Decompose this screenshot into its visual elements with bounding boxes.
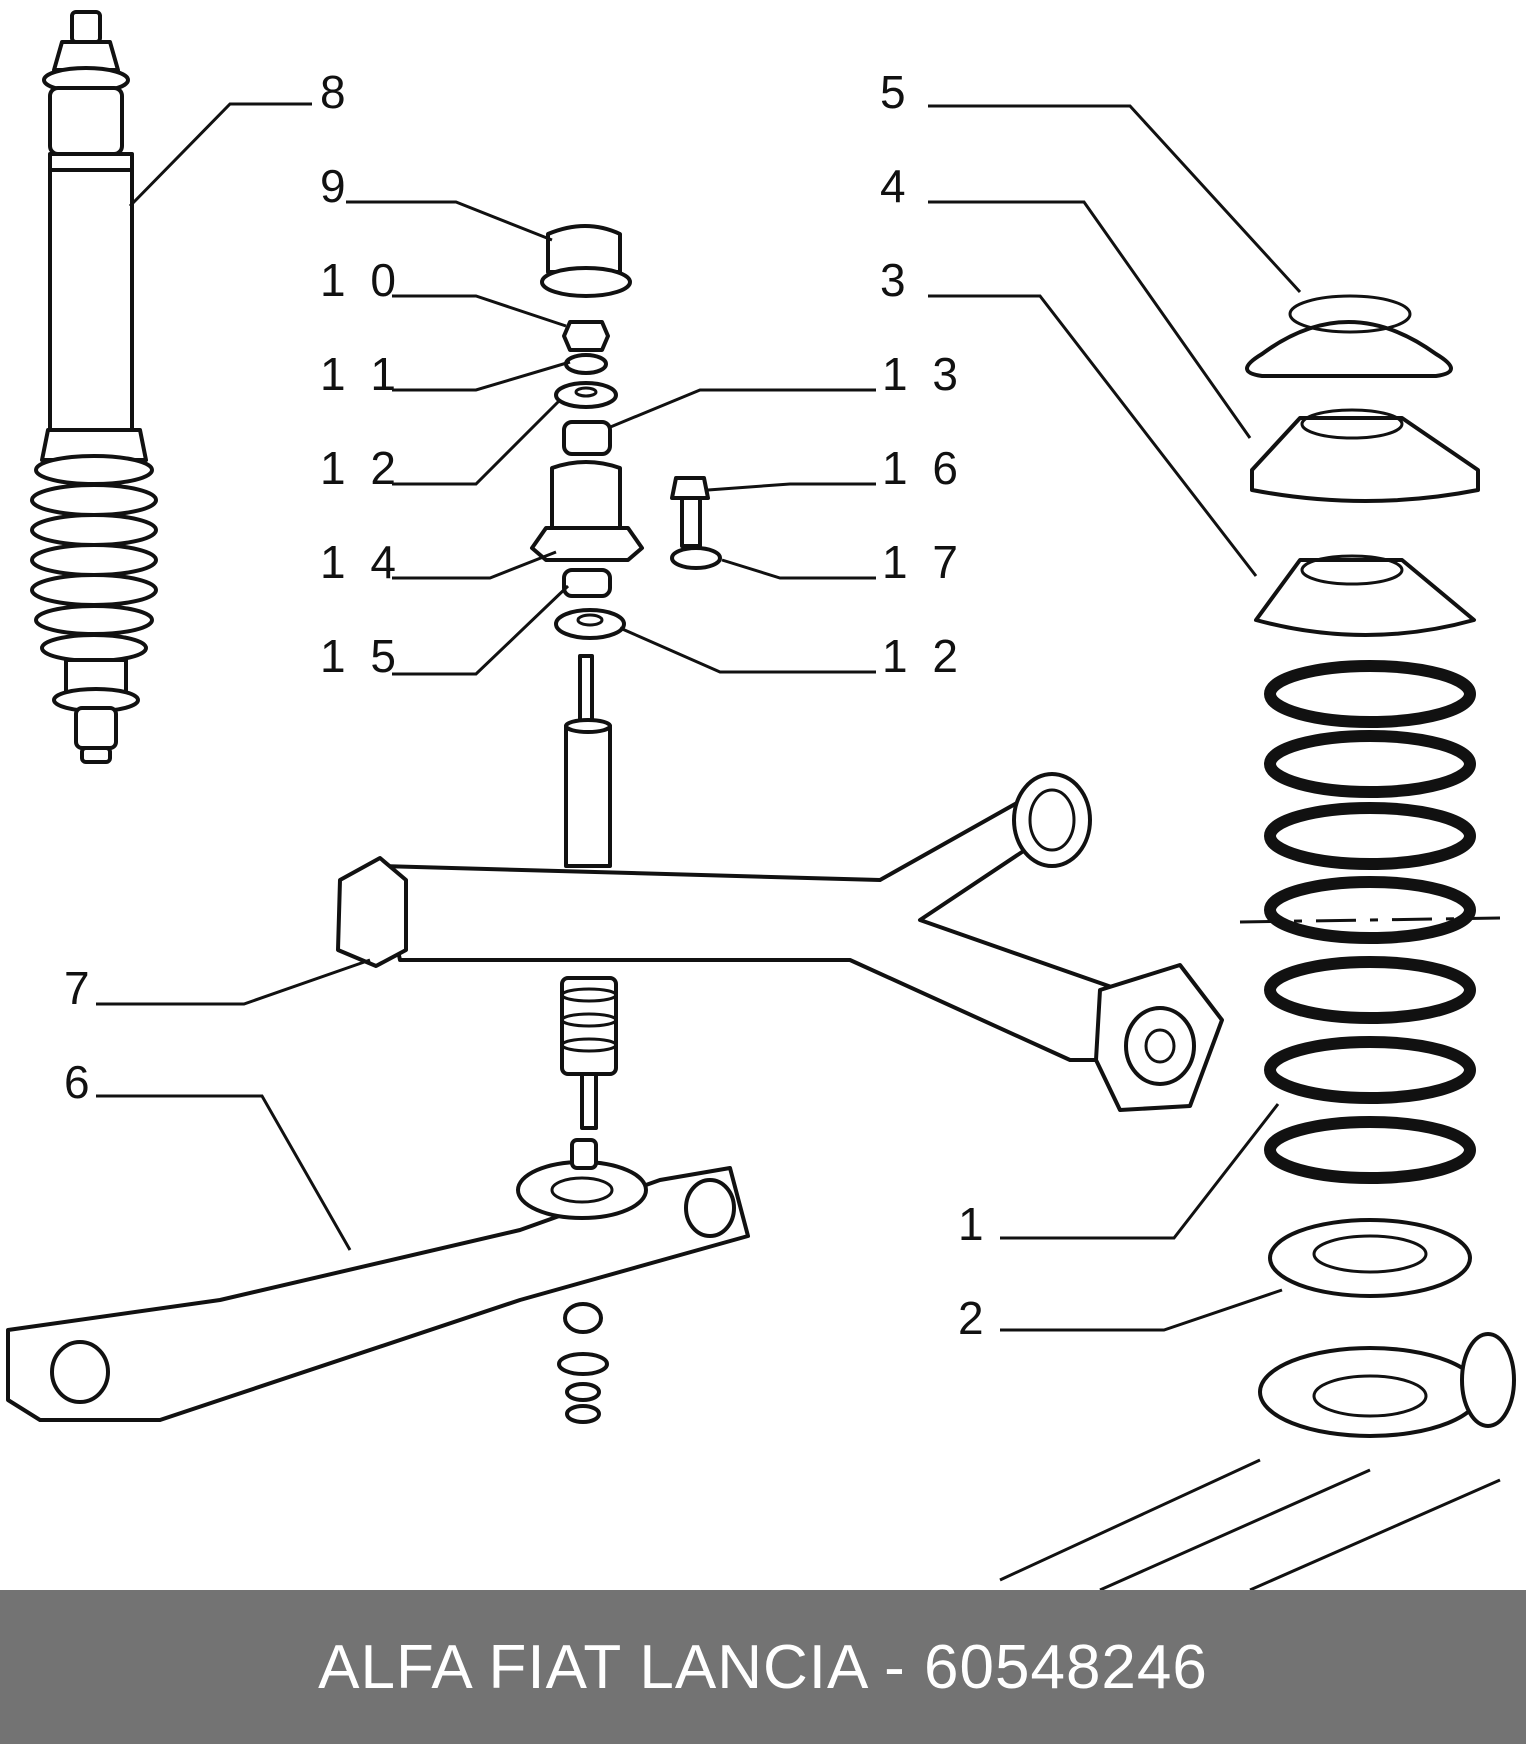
callout-11: 1 1 [320,348,402,400]
callout-5: 5 [880,66,912,118]
callout-8: 8 [320,66,352,118]
leader-17 [721,558,876,580]
callout-2: 2 [958,1292,990,1344]
leader-12a [392,398,562,486]
leader-16 [707,482,876,492]
leader-2 [1000,1288,1283,1332]
callout-17: 1 7 [882,536,964,588]
callout-9: 9 [320,160,352,212]
leader-4 [928,200,1252,439]
footer-bar: ALFA FIAT LANCIA - 60548246 [0,1590,1526,1744]
shock-absorber-assembly [30,10,158,764]
callout-13: 1 3 [882,348,964,400]
leader-15 [392,584,570,676]
leader-14 [392,550,557,580]
callout-12a: 1 2 [320,442,402,494]
leader-6 [96,1094,352,1251]
suspension-exploded-diagram: 8 9 1 0 1 1 1 2 1 4 1 5 1 3 1 6 1 7 1 2 … [6,10,1516,1590]
lower-insulator [999,1218,1516,1590]
callout-1: 1 [958,1198,990,1250]
wishbone-arm [336,772,1224,1112]
leader-3 [928,294,1258,577]
callout-16: 1 6 [882,442,964,494]
leader-8 [128,102,312,208]
callout-labels: 8 9 1 0 1 1 1 2 1 4 1 5 1 3 1 6 1 7 1 2 … [64,66,990,1344]
lower-beam [6,1138,750,1424]
top-mount-stack [530,224,644,640]
leader-5 [928,104,1302,294]
leader-12b [619,626,876,674]
leader-9 [346,200,553,242]
spring-seats [1245,294,1480,637]
footer-part-number: ALFA FIAT LANCIA - 60548246 [318,1632,1208,1702]
leader-1 [1000,1103,1280,1240]
leader-11 [392,360,571,392]
callout-12b: 1 2 [882,630,964,682]
callout-15: 1 5 [320,630,402,682]
coil-spring [1239,660,1501,1184]
callout-10: 1 0 [320,254,402,306]
leader-lines [96,102,1302,1332]
callout-14: 1 4 [320,536,402,588]
lower-bellows [30,454,158,663]
leader-10 [392,294,567,328]
callout-6: 6 [64,1056,96,1108]
callout-3: 3 [880,254,912,306]
leader-13 [607,388,876,430]
callout-4: 4 [880,160,912,212]
leader-7 [96,958,371,1006]
callout-7: 7 [64,962,96,1014]
shock-absorber-body [560,654,618,1130]
bolt-and-washer [670,476,722,570]
